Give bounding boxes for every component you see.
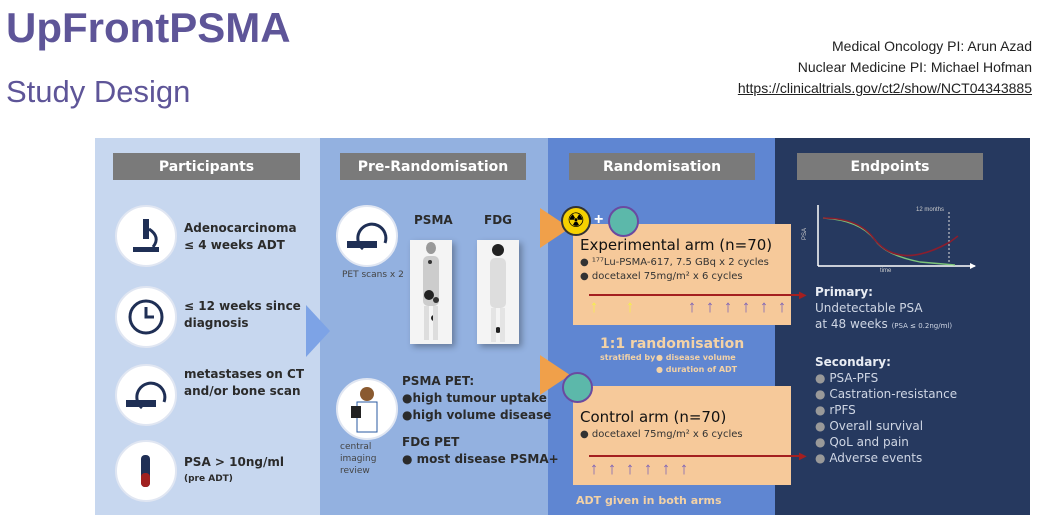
secondary-endpoint: QoL and pain <box>829 435 909 449</box>
blood-tube-icon <box>115 440 177 502</box>
radiation-icon: ☢ <box>561 206 591 236</box>
endpoints-column <box>775 138 1030 515</box>
strat-factor: ● disease volume <box>656 353 736 362</box>
control-arm-title: Control arm (n=70) <box>580 408 727 426</box>
fdg-pet-title: FDG PET <box>402 435 460 449</box>
psa-chart: PSA time 12 months <box>802 205 976 274</box>
control-arm-item: ● docetaxel 75mg/m² x 6 cycles <box>580 429 743 440</box>
header-participants: Participants <box>113 153 300 180</box>
secondary-endpoint: Overall survival <box>829 419 924 433</box>
dose-arrow-icon: ↑ <box>643 459 653 478</box>
dose-arrow-icon: ↑ <box>679 459 689 478</box>
dose-arrow-icon: ↑ <box>741 297 751 316</box>
dose-arrows: ↑ ↑ ↑ ↑ ↑ ↑ ↑ ↑ <box>585 298 791 316</box>
bullet-icon: ● <box>815 435 826 449</box>
primary-endpoint: at 48 weeks <box>815 317 888 331</box>
chart-xlabel: time <box>880 268 892 274</box>
iv-bag-icon <box>608 206 639 237</box>
primary-note: (PSA ≤ 0.2ng/ml) <box>891 322 953 330</box>
participant-criterion: metastases on CT <box>184 367 305 381</box>
participant-criterion: and/or bone scan <box>184 384 301 398</box>
chart-series-control <box>822 217 959 257</box>
dose-arrow-icon: ↑ <box>607 459 617 478</box>
secondary-endpoint: PSA-PFS <box>829 371 879 385</box>
participant-criterion: ≤ 12 weeks since <box>184 299 301 313</box>
page-title: UpFrontPSMA <box>6 4 291 51</box>
fdg-pet-item: ● most disease PSMA+ <box>402 452 559 466</box>
pi-oncology: Medical Oncology PI: Arun Azad <box>832 38 1032 54</box>
pi-nuclear: Nuclear Medicine PI: Michael Hofman <box>797 59 1032 75</box>
plus-sign: + <box>594 211 604 228</box>
dose-arrow-icon: ↑ <box>589 459 599 478</box>
experimental-arm-item: ● ¹⁷⁷Lu-PSMA-617, 7.5 GBq x 2 cycles <box>580 257 769 268</box>
dose-arrow-icon: ↑ <box>777 297 787 316</box>
bullet-icon: ● <box>815 371 826 385</box>
fdg-label: FDG <box>484 213 513 227</box>
header-pre-randomisation: Pre-Randomisation <box>340 153 526 180</box>
primary-title: Primary: <box>815 285 873 299</box>
dose-arrow-icon: ↑ <box>687 297 697 316</box>
participant-criterion: PSA > 10ng/ml <box>184 455 284 469</box>
secondary-endpoint: rPFS <box>829 403 856 417</box>
experimental-arm-item: ● docetaxel 75mg/m² x 6 cycles <box>580 271 743 282</box>
experimental-arm-title: Experimental arm (n=70) <box>580 236 773 254</box>
secondary-endpoint: Castration-resistance <box>829 387 958 401</box>
timeline-line <box>589 455 799 457</box>
iv-bag-icon <box>562 372 593 403</box>
review-caption: central imaging review <box>340 442 377 476</box>
chart-marker-label: 12 months <box>916 207 944 213</box>
control-arm-box <box>573 386 791 485</box>
bullet-icon: ● <box>815 451 826 465</box>
bullet-icon: ● <box>815 419 826 433</box>
chart-series-experimental <box>822 217 956 266</box>
dose-arrow-icon: ↑ <box>759 297 769 316</box>
fdg-pet-image <box>477 240 519 344</box>
dose-arrow-icon: ↑ <box>625 459 635 478</box>
experimental-arm-box <box>573 224 791 325</box>
scanner-icon <box>115 364 177 426</box>
bullet-icon: ● <box>815 387 826 401</box>
psma-label: PSMA <box>414 213 453 227</box>
trial-link[interactable]: https://clinicaltrials.gov/ct2/show/NCT0… <box>737 80 1032 96</box>
psma-pet-item: ●high tumour uptake <box>402 391 547 405</box>
flow-arrow-icon <box>306 305 330 357</box>
dose-arrow-icon: ↑ <box>705 297 715 316</box>
primary-endpoint: Undetectable PSA <box>815 301 923 315</box>
strat-factor: ● duration of ADT <box>656 365 738 374</box>
pet-scanner-icon <box>336 205 398 267</box>
radiologist-icon <box>336 378 398 440</box>
dose-arrows: ↑ ↑ ↑ ↑ ↑ ↑ <box>585 460 693 478</box>
timeline-arrowhead-icon: ▶ <box>799 290 807 301</box>
clock-icon <box>115 286 177 348</box>
dose-arrow-icon: ↑ <box>723 297 733 316</box>
chart-arrowhead <box>970 263 976 269</box>
stratified-label: stratified by <box>600 353 656 362</box>
participant-criterion: ≤ 4 weeks ADT <box>184 238 285 252</box>
page-subtitle: Study Design <box>6 74 191 109</box>
chart-ylabel: PSA <box>802 228 808 240</box>
bullet-icon: ● <box>815 403 826 417</box>
psma-pet-item: ●high volume disease <box>402 408 552 422</box>
psma-pet-image <box>410 240 452 344</box>
secondary-title: Secondary: <box>815 355 891 369</box>
psma-pet-title: PSMA PET: <box>402 374 475 388</box>
timeline-line <box>589 294 799 296</box>
pet-caption: PET scans x 2 <box>342 270 404 280</box>
participant-criterion: diagnosis <box>184 316 249 330</box>
secondary-endpoint: Adverse events <box>829 451 923 465</box>
dose-arrow-icon: ↑ <box>625 297 635 316</box>
dose-arrow-icon: ↑ <box>589 297 599 316</box>
participant-criterion: Adenocarcinoma <box>184 221 297 235</box>
microscope-icon <box>115 205 177 267</box>
participant-criterion-note: (pre ADT) <box>184 474 233 484</box>
dose-arrow-icon: ↑ <box>661 459 671 478</box>
header-endpoints: Endpoints <box>797 153 983 180</box>
randomisation-ratio: 1:1 randomisation <box>600 336 745 352</box>
adt-note: ADT given in both arms <box>576 494 722 507</box>
timeline-arrowhead-icon: ▶ <box>799 451 807 462</box>
header-randomisation: Randomisation <box>569 153 755 180</box>
